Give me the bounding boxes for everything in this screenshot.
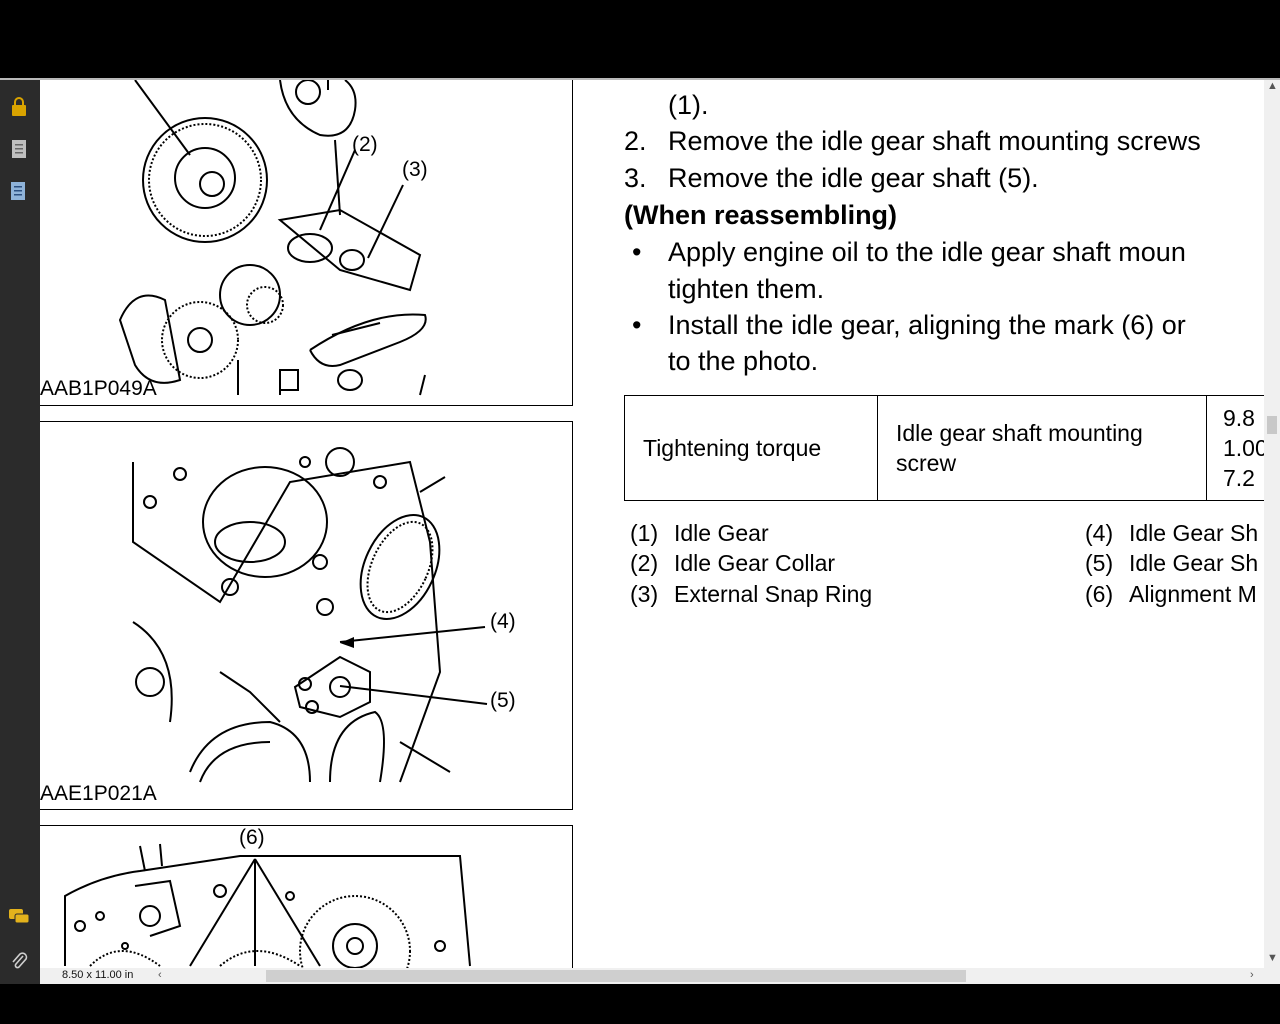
vertical-scroll-thumb[interactable] bbox=[1267, 416, 1277, 434]
bullet-2-line-2: to the photo. bbox=[668, 346, 819, 376]
torque-values: 9.8 1.00 7.2 bbox=[1206, 395, 1264, 501]
navigation-pane bbox=[0, 80, 40, 984]
callout-4: (4) bbox=[490, 610, 516, 633]
legend-name: Idle Gear Collar bbox=[674, 550, 836, 576]
torque-item: Idle gear shaft mounting screw bbox=[877, 395, 1207, 501]
legend-name: External Snap Ring bbox=[674, 581, 873, 607]
callout-5: (5) bbox=[490, 689, 516, 712]
lock-icon[interactable] bbox=[8, 96, 30, 118]
figure-code: AAB1P049A bbox=[40, 377, 157, 400]
bullet-2-line-1: Install the idle gear, aligning the mark… bbox=[668, 310, 1186, 340]
legend-item-3: (3) External Snap Ring bbox=[630, 581, 872, 608]
torque-value-kgfm: 1.00 bbox=[1223, 435, 1264, 461]
legend-item-1: (1) Idle Gear bbox=[630, 520, 769, 547]
step-text: Remove the idle gear shaft (5). bbox=[668, 163, 1039, 193]
alignment-marks-drawing bbox=[64, 843, 471, 968]
vertical-scrollbar[interactable]: ▲ ▼ bbox=[1264, 80, 1280, 968]
bookmarks-icon[interactable] bbox=[8, 180, 30, 202]
reassembling-heading: (When reassembling) bbox=[624, 200, 898, 230]
scroll-left-icon[interactable]: ‹ bbox=[158, 969, 162, 981]
figure-alignment-marks: (6) bbox=[40, 825, 573, 968]
legend-item-5: (5) Idle Gear Sh bbox=[1085, 550, 1258, 577]
torque-value-nm: 9.8 bbox=[1223, 405, 1255, 431]
legend-name: Idle Gear bbox=[674, 520, 769, 546]
bullet-mark: • bbox=[632, 310, 642, 340]
legend-name: Alignment M bbox=[1129, 581, 1257, 607]
torque-table: Tightening torque Idle gear shaft mounti… bbox=[624, 395, 1264, 501]
previous-step-tail: (1). bbox=[668, 90, 709, 120]
bullet-1-line-2: tighten them. bbox=[668, 274, 825, 304]
legend-item-4: (4) Idle Gear Sh bbox=[1085, 520, 1258, 547]
legend-item-6: (6) Alignment M bbox=[1085, 581, 1257, 608]
scroll-right-icon[interactable]: › bbox=[1250, 969, 1254, 981]
legend-number: (2) bbox=[630, 550, 659, 576]
legend-number: (5) bbox=[1085, 550, 1114, 576]
horizontal-scrollbar[interactable]: 8.50 x 11.00 in ‹ › bbox=[40, 968, 1280, 984]
toolbar-divider bbox=[0, 78, 1280, 80]
attachments-icon[interactable] bbox=[8, 950, 30, 972]
idle-gear-drawing bbox=[118, 80, 427, 396]
step-number: 3. bbox=[624, 163, 647, 193]
page-thumbnails-icon[interactable] bbox=[8, 138, 30, 160]
figure-idle-gear-removal: (2) (3) AAB1P049A bbox=[40, 80, 573, 406]
legend-number: (3) bbox=[630, 581, 659, 607]
callout-3: (3) bbox=[402, 158, 428, 181]
bullet-mark: • bbox=[632, 237, 642, 267]
step-text: Remove the idle gear shaft mounting scre… bbox=[668, 126, 1201, 156]
step-number: 2. bbox=[624, 126, 647, 156]
legend-name: Idle Gear Sh bbox=[1129, 550, 1259, 576]
idle-gear-shaft-drawing bbox=[132, 447, 488, 783]
figure-idle-gear-shaft: (4) (5) AAE1P021A bbox=[40, 421, 573, 810]
legend-item-2: (2) Idle Gear Collar bbox=[630, 550, 835, 577]
bullet-1-line-1: Apply engine oil to the idle gear shaft … bbox=[668, 237, 1186, 267]
legend-number: (1) bbox=[630, 520, 659, 546]
horizontal-scroll-thumb[interactable] bbox=[266, 970, 966, 982]
legend-number: (6) bbox=[1085, 581, 1114, 607]
figure-code: AAE1P021A bbox=[40, 782, 157, 805]
callout-6: (6) bbox=[239, 826, 265, 849]
legend-name: Idle Gear Sh bbox=[1129, 520, 1259, 546]
torque-value-lbfft: 7.2 bbox=[1223, 465, 1255, 491]
scroll-down-icon[interactable]: ▼ bbox=[1267, 952, 1278, 964]
comments-icon[interactable] bbox=[8, 906, 30, 928]
pdf-page: (2) (3) AAB1P049A bbox=[40, 80, 1264, 968]
callout-2: (2) bbox=[352, 133, 378, 156]
torque-label: Tightening torque bbox=[624, 395, 878, 501]
legend-number: (4) bbox=[1085, 520, 1114, 546]
scroll-up-icon[interactable]: ▲ bbox=[1267, 80, 1278, 92]
page-size-label: 8.50 x 11.00 in bbox=[62, 969, 134, 981]
